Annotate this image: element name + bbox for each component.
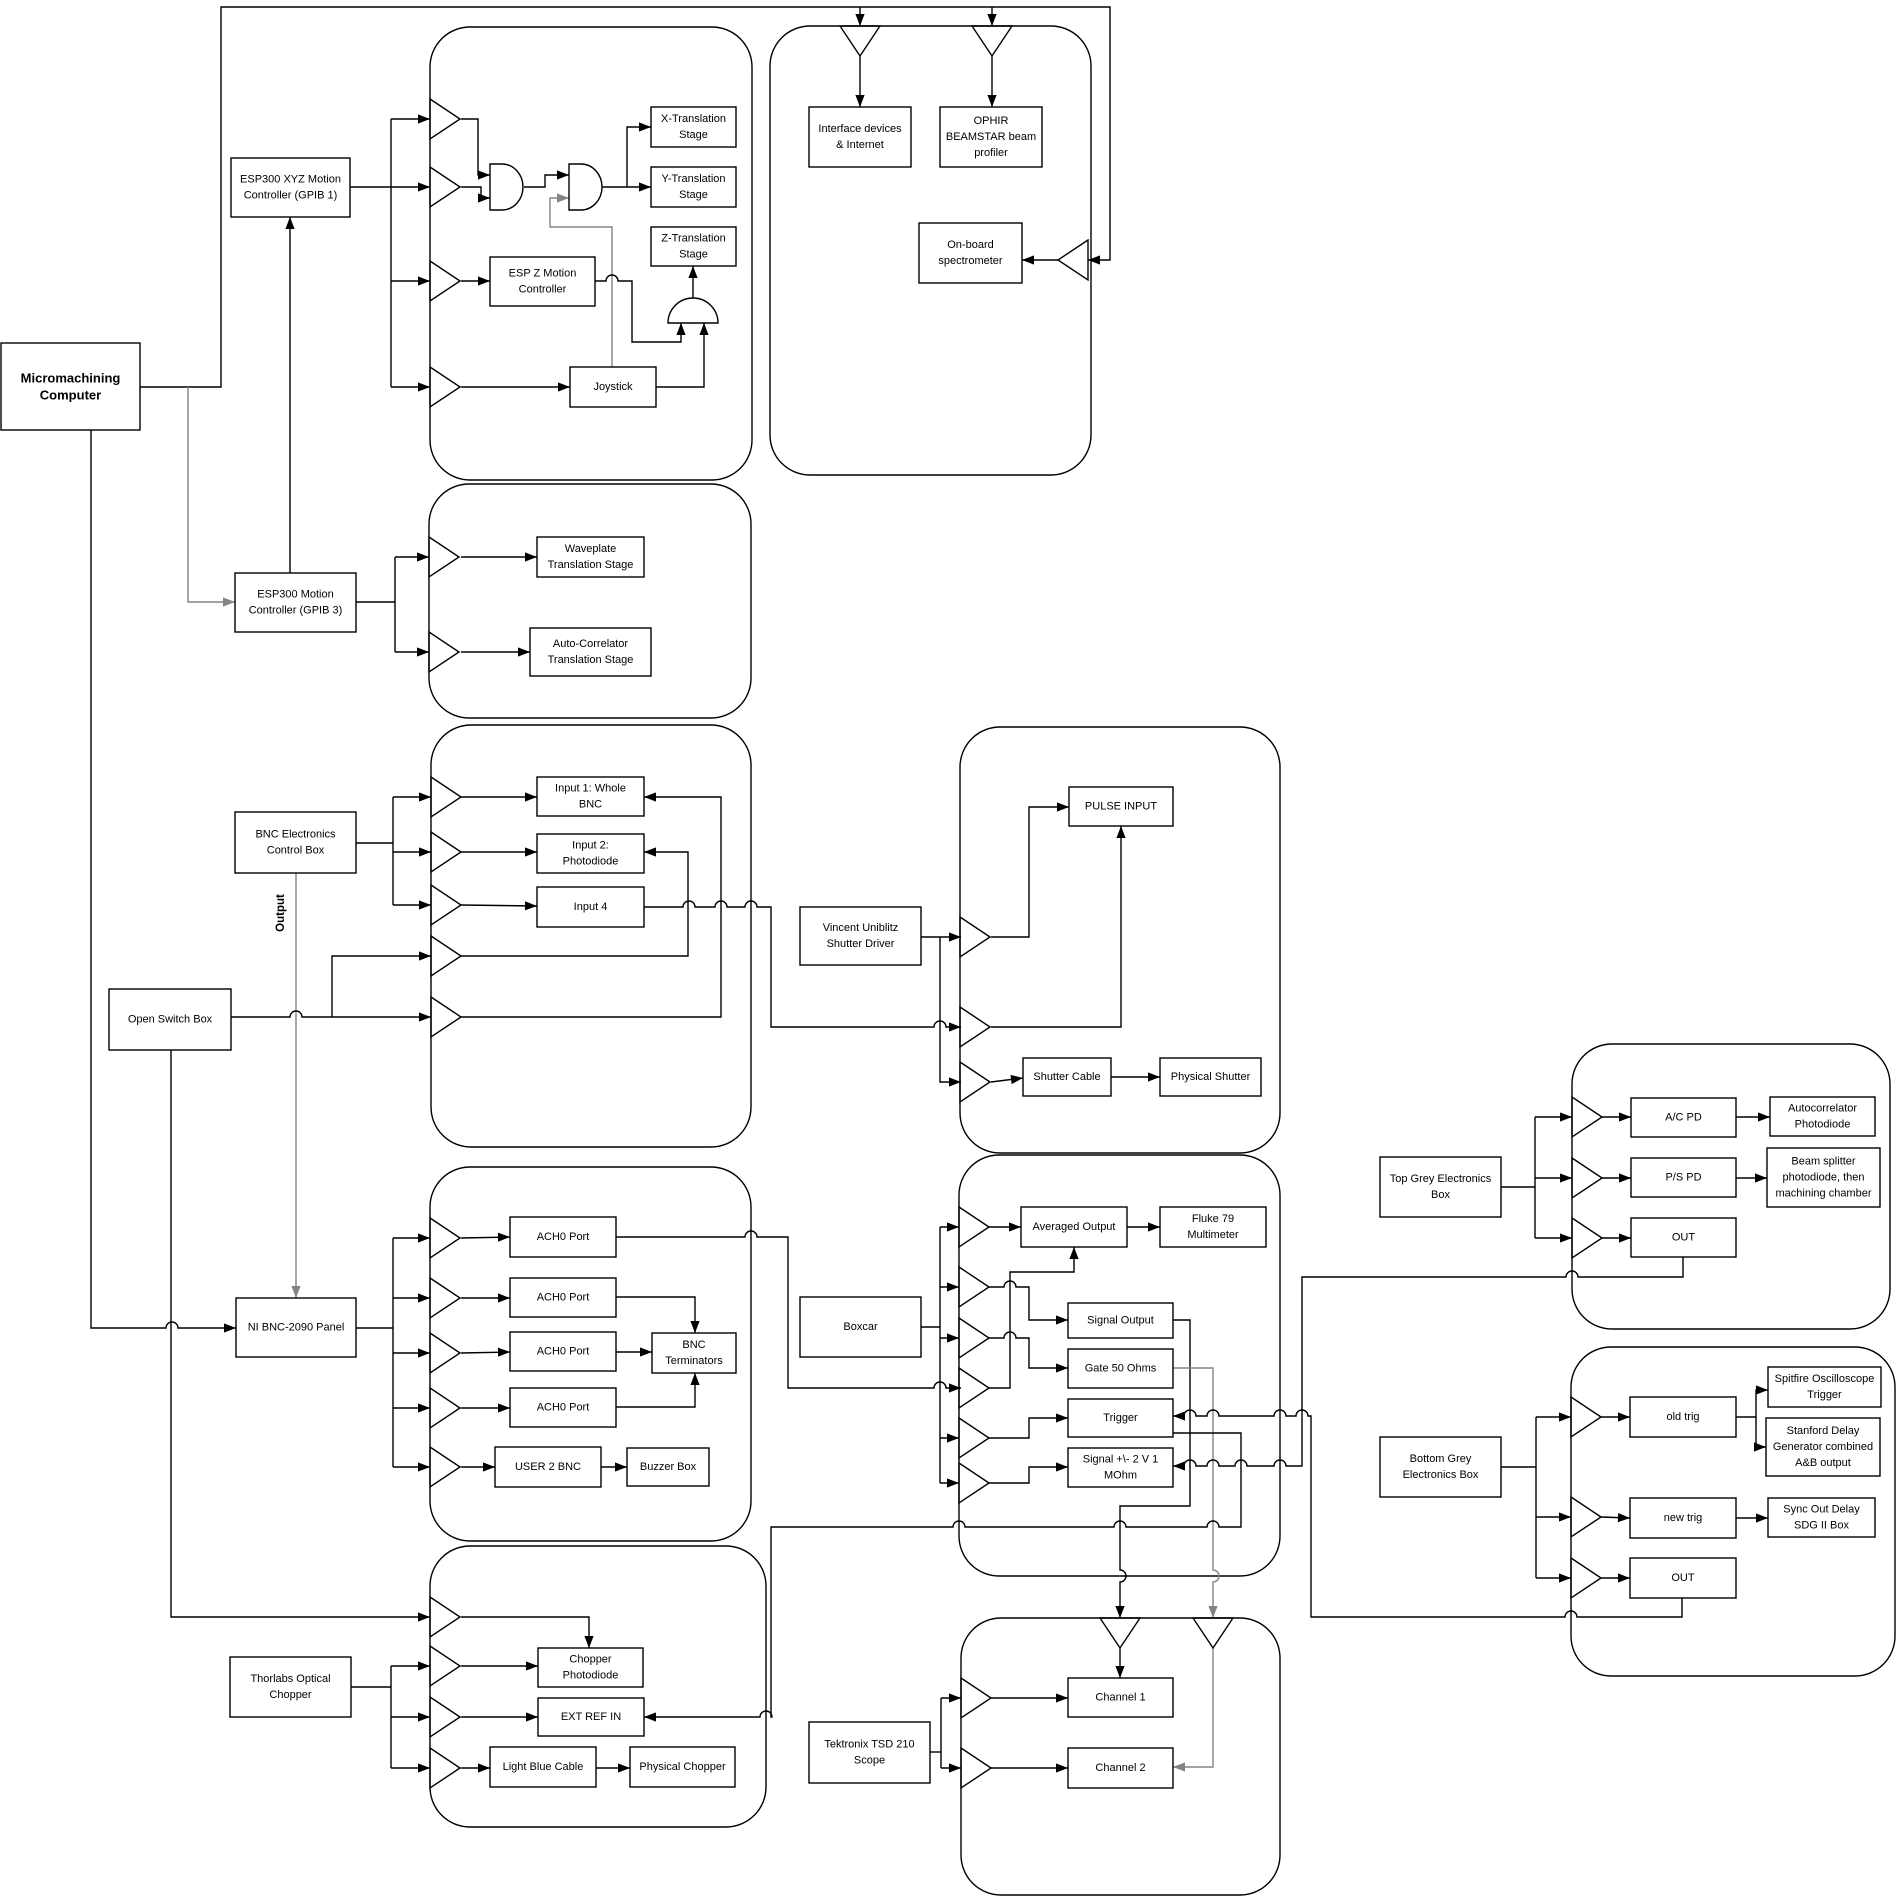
svg-text:BNC: BNC xyxy=(579,799,602,811)
svg-text:old trig: old trig xyxy=(1666,1411,1699,1423)
svg-text:Vincent Uniblitz: Vincent Uniblitz xyxy=(823,922,899,934)
svg-text:Channel 1: Channel 1 xyxy=(1095,1692,1145,1704)
svg-text:Signal +\- 2 V 1: Signal +\- 2 V 1 xyxy=(1083,1454,1159,1466)
svg-text:Thorlabs Optical: Thorlabs Optical xyxy=(250,1673,330,1685)
svg-text:Translation Stage: Translation Stage xyxy=(548,559,634,571)
svg-text:Generator combined: Generator combined xyxy=(1773,1441,1873,1453)
svg-text:Fluke 79: Fluke 79 xyxy=(1192,1213,1234,1225)
svg-text:new trig: new trig xyxy=(1664,1512,1703,1524)
svg-text:BNC Electronics: BNC Electronics xyxy=(255,829,336,841)
svg-text:spectrometer: spectrometer xyxy=(938,255,1003,267)
svg-text:ACH0 Port: ACH0 Port xyxy=(537,1231,590,1243)
svg-text:Physical Shutter: Physical Shutter xyxy=(1171,1071,1251,1083)
svg-text:Stage: Stage xyxy=(679,189,708,201)
svg-text:photodiode, then: photodiode, then xyxy=(1783,1172,1865,1184)
svg-text:ACH0 Port: ACH0 Port xyxy=(537,1292,590,1304)
svg-text:& Internet: & Internet xyxy=(836,139,884,151)
svg-text:Scope: Scope xyxy=(854,1755,885,1767)
svg-text:OUT: OUT xyxy=(1671,1572,1695,1584)
svg-text:BEAMSTAR beam: BEAMSTAR beam xyxy=(946,131,1036,143)
svg-text:Joystick: Joystick xyxy=(593,381,633,393)
svg-text:Photodiode: Photodiode xyxy=(1795,1119,1851,1131)
svg-text:ESP Z Motion: ESP Z Motion xyxy=(509,268,577,280)
svg-text:Waveplate: Waveplate xyxy=(565,543,617,555)
svg-text:Gate 50 Ohms: Gate 50 Ohms xyxy=(1085,1363,1157,1375)
svg-text:ACH0 Port: ACH0 Port xyxy=(537,1402,590,1414)
svg-text:Y-Translation: Y-Translation xyxy=(662,173,726,185)
svg-text:OUT: OUT xyxy=(1672,1232,1696,1244)
svg-text:ESP300 Motion: ESP300 Motion xyxy=(257,589,333,601)
svg-text:Spitfire Oscilloscope: Spitfire Oscilloscope xyxy=(1775,1373,1875,1385)
svg-text:X-Translation: X-Translation xyxy=(661,113,726,125)
svg-text:Chopper: Chopper xyxy=(569,1654,612,1666)
svg-text:Control Box: Control Box xyxy=(267,845,325,857)
svg-text:Buzzer Box: Buzzer Box xyxy=(640,1461,697,1473)
svg-text:A&B output: A&B output xyxy=(1795,1457,1851,1469)
svg-text:Trigger: Trigger xyxy=(1807,1389,1842,1401)
svg-text:On-board: On-board xyxy=(947,239,993,251)
svg-text:OPHIR: OPHIR xyxy=(974,115,1009,127)
svg-text:Terminators: Terminators xyxy=(665,1355,723,1367)
svg-text:Input 2:: Input 2: xyxy=(572,840,609,852)
svg-text:Controller (GPIB 3): Controller (GPIB 3) xyxy=(249,605,343,617)
svg-text:EXT REF IN: EXT REF IN xyxy=(561,1711,621,1723)
svg-text:Autocorrelator: Autocorrelator xyxy=(1788,1103,1857,1115)
svg-text:A/C PD: A/C PD xyxy=(1665,1112,1702,1124)
svg-text:Beam splitter: Beam splitter xyxy=(1791,1156,1856,1168)
svg-text:ACH0 Port: ACH0 Port xyxy=(537,1346,590,1358)
svg-text:SDG II Box: SDG II Box xyxy=(1794,1520,1850,1532)
svg-text:Shutter Cable: Shutter Cable xyxy=(1033,1071,1100,1083)
svg-text:Auto-Correlator: Auto-Correlator xyxy=(553,638,629,650)
svg-text:Multimeter: Multimeter xyxy=(1187,1229,1239,1241)
svg-text:Chopper: Chopper xyxy=(269,1689,312,1701)
svg-text:BNC: BNC xyxy=(682,1339,705,1351)
svg-text:Controller (GPIB 1): Controller (GPIB 1) xyxy=(244,190,338,202)
svg-text:Top Grey Electronics: Top Grey Electronics xyxy=(1390,1173,1492,1185)
svg-text:Shutter Driver: Shutter Driver xyxy=(827,938,895,950)
svg-text:NI BNC-2090 Panel: NI BNC-2090 Panel xyxy=(248,1322,345,1334)
svg-text:profiler: profiler xyxy=(974,147,1008,159)
svg-text:Boxcar: Boxcar xyxy=(843,1321,878,1333)
svg-text:Sync Out Delay: Sync Out Delay xyxy=(1783,1504,1860,1516)
svg-text:Input 4: Input 4 xyxy=(574,901,608,913)
svg-text:Open Switch Box: Open Switch Box xyxy=(128,1014,213,1026)
svg-text:Light Blue Cable: Light Blue Cable xyxy=(503,1761,584,1773)
svg-text:Micromachining: Micromachining xyxy=(21,371,121,386)
svg-text:ESP300 XYZ Motion: ESP300 XYZ Motion xyxy=(240,174,341,186)
svg-text:MOhm: MOhm xyxy=(1104,1470,1137,1482)
svg-text:Interface devices: Interface devices xyxy=(818,123,902,135)
svg-text:Photodiode: Photodiode xyxy=(563,1670,619,1682)
svg-text:USER 2 BNC: USER 2 BNC xyxy=(515,1461,581,1473)
svg-text:Channel 2: Channel 2 xyxy=(1095,1762,1145,1774)
svg-text:Z-Translation: Z-Translation xyxy=(661,233,725,245)
svg-text:Input 1: Whole: Input 1: Whole xyxy=(555,783,626,795)
svg-text:Electronics Box: Electronics Box xyxy=(1403,1469,1479,1481)
svg-text:Tektronix TSD 210: Tektronix TSD 210 xyxy=(824,1739,914,1751)
svg-text:Output: Output xyxy=(275,894,287,932)
svg-text:P/S PD: P/S PD xyxy=(1665,1172,1701,1184)
svg-text:Box: Box xyxy=(1431,1189,1450,1201)
svg-text:Translation Stage: Translation Stage xyxy=(548,654,634,666)
svg-text:Trigger: Trigger xyxy=(1103,1412,1138,1424)
svg-text:PULSE INPUT: PULSE INPUT xyxy=(1085,801,1157,813)
svg-text:Stanford Delay: Stanford Delay xyxy=(1787,1425,1860,1437)
svg-text:Averaged Output: Averaged Output xyxy=(1033,1221,1116,1233)
svg-text:Signal Output: Signal Output xyxy=(1087,1315,1154,1327)
svg-text:Stage: Stage xyxy=(679,129,708,141)
svg-text:Controller: Controller xyxy=(519,284,567,296)
svg-text:Stage: Stage xyxy=(679,249,708,261)
svg-text:Computer: Computer xyxy=(40,388,101,403)
svg-text:Physical Chopper: Physical Chopper xyxy=(639,1761,726,1773)
svg-text:Photodiode: Photodiode xyxy=(563,856,619,868)
svg-text:machining chamber: machining chamber xyxy=(1776,1188,1872,1200)
svg-text:Bottom Grey: Bottom Grey xyxy=(1410,1453,1472,1465)
